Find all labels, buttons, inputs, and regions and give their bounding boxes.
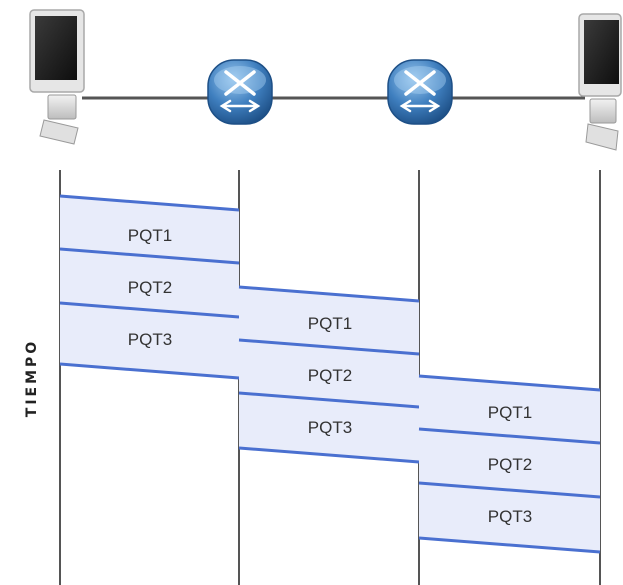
packet-label: PQT1 bbox=[128, 226, 172, 245]
packet-band bbox=[60, 196, 239, 262]
packet-label: PQT3 bbox=[128, 330, 172, 349]
time-axis-label: TIEMPO bbox=[24, 339, 40, 417]
hop-3-packets: PQT1 PQT2 PQT3 bbox=[418, 374, 601, 554]
router-icon bbox=[387, 59, 453, 125]
packet-label: PQT3 bbox=[308, 418, 352, 437]
packet-band bbox=[60, 304, 239, 378]
packet-label: PQT2 bbox=[308, 366, 352, 385]
packet-label: PQT3 bbox=[488, 507, 532, 526]
packet-label: PQT1 bbox=[488, 403, 532, 422]
packet-band bbox=[239, 394, 419, 462]
computer-icon bbox=[29, 9, 85, 145]
packet-label: PQT2 bbox=[488, 455, 532, 474]
hop-1-packets: PQT1 PQT2 PQT3 bbox=[59, 194, 240, 380]
packet-label: PQT1 bbox=[308, 314, 352, 333]
packet-band bbox=[419, 484, 600, 552]
packet-band bbox=[419, 376, 600, 442]
packet-label: PQT2 bbox=[128, 278, 172, 297]
packet-band bbox=[239, 287, 419, 353]
hop-2-packets: PQT1 PQT2 PQT3 bbox=[238, 285, 420, 464]
computer-icon bbox=[578, 13, 622, 151]
packet-band bbox=[239, 341, 419, 406]
packet-band bbox=[60, 250, 239, 316]
packet-band bbox=[419, 430, 600, 496]
router-icon bbox=[207, 59, 273, 125]
